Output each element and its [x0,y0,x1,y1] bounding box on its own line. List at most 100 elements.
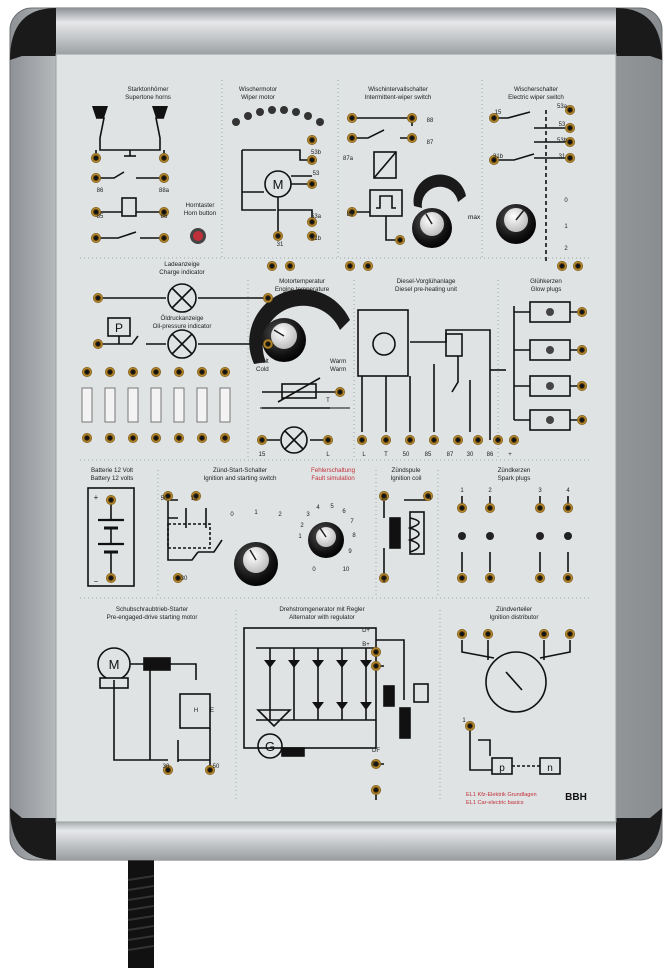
banana-socket[interactable] [106,573,116,583]
banana-socket[interactable] [363,261,373,271]
banana-socket[interactable] [163,765,173,775]
banana-socket[interactable] [323,435,333,445]
banana-socket[interactable] [106,495,116,505]
banana-socket[interactable] [563,573,573,583]
banana-socket[interactable] [539,629,549,639]
banana-socket[interactable] [163,491,173,501]
banana-socket[interactable] [273,231,283,241]
banana-socket[interactable] [91,153,101,163]
banana-socket[interactable] [379,573,389,583]
banana-socket[interactable] [347,113,357,123]
banana-socket[interactable] [395,235,405,245]
fault-selector-knob[interactable] [308,522,344,558]
banana-socket[interactable] [371,647,381,657]
banana-socket[interactable] [159,173,169,183]
banana-socket[interactable] [82,367,92,377]
banana-socket[interactable] [105,433,115,443]
horn-button[interactable] [190,228,206,244]
banana-socket[interactable] [307,231,317,241]
banana-socket[interactable] [91,173,101,183]
banana-socket[interactable] [407,113,417,123]
banana-socket[interactable] [191,491,201,501]
banana-socket[interactable] [565,123,575,133]
banana-socket[interactable] [565,105,575,115]
banana-socket[interactable] [493,435,503,445]
banana-socket[interactable] [345,261,355,271]
socket-layer [82,105,587,795]
banana-socket[interactable] [535,573,545,583]
wiper-switch-knob[interactable] [496,204,536,244]
banana-socket[interactable] [159,233,169,243]
banana-socket[interactable] [381,435,391,445]
banana-socket[interactable] [565,629,575,639]
banana-socket[interactable] [197,367,207,377]
banana-socket[interactable] [509,435,519,445]
banana-socket[interactable] [263,339,273,349]
banana-socket[interactable] [159,153,169,163]
banana-socket[interactable] [91,207,101,217]
banana-socket[interactable] [128,367,138,377]
banana-socket[interactable] [91,233,101,243]
banana-socket[interactable] [220,433,230,443]
banana-socket[interactable] [379,491,389,501]
interval-knob[interactable] [412,208,452,248]
banana-socket[interactable] [565,153,575,163]
banana-socket[interactable] [371,759,381,769]
banana-socket[interactable] [577,345,587,355]
banana-socket[interactable] [535,503,545,513]
banana-socket[interactable] [483,629,493,639]
banana-socket[interactable] [485,503,495,513]
banana-socket[interactable] [257,435,267,445]
banana-socket[interactable] [347,207,357,217]
banana-socket[interactable] [174,367,184,377]
banana-socket[interactable] [205,765,215,775]
banana-socket[interactable] [465,721,475,731]
banana-socket[interactable] [93,293,103,303]
banana-socket[interactable] [489,155,499,165]
banana-socket[interactable] [267,261,277,271]
banana-socket[interactable] [371,785,381,795]
banana-socket[interactable] [473,435,483,445]
glow-plug-element [546,346,554,354]
banana-socket[interactable] [565,137,575,147]
banana-socket[interactable] [573,261,583,271]
banana-socket[interactable] [489,113,499,123]
banana-socket[interactable] [105,367,115,377]
banana-socket[interactable] [93,339,103,349]
banana-socket[interactable] [485,573,495,583]
banana-socket[interactable] [407,133,417,143]
engine-temp-knob[interactable] [262,318,306,362]
banana-socket[interactable] [335,387,345,397]
banana-socket[interactable] [357,435,367,445]
banana-socket[interactable] [405,435,415,445]
banana-socket[interactable] [577,381,587,391]
banana-socket[interactable] [151,433,161,443]
banana-socket[interactable] [457,629,467,639]
banana-socket[interactable] [453,435,463,445]
ignition-key-knob[interactable] [234,542,278,586]
banana-socket[interactable] [285,261,295,271]
banana-socket[interactable] [457,573,467,583]
banana-socket[interactable] [577,307,587,317]
banana-socket[interactable] [307,135,317,145]
banana-socket[interactable] [457,503,467,513]
banana-socket[interactable] [307,217,317,227]
banana-socket[interactable] [128,433,138,443]
banana-socket[interactable] [307,179,317,189]
banana-socket[interactable] [557,261,567,271]
banana-socket[interactable] [197,433,207,443]
banana-socket[interactable] [173,573,183,583]
banana-socket[interactable] [307,155,317,165]
banana-socket[interactable] [220,367,230,377]
banana-socket[interactable] [174,433,184,443]
banana-socket[interactable] [263,293,273,303]
banana-socket[interactable] [429,435,439,445]
banana-socket[interactable] [563,503,573,513]
banana-socket[interactable] [371,661,381,671]
banana-socket[interactable] [159,207,169,217]
banana-socket[interactable] [82,433,92,443]
banana-socket[interactable] [423,491,433,501]
banana-socket[interactable] [347,133,357,143]
banana-socket[interactable] [577,415,587,425]
banana-socket[interactable] [151,367,161,377]
